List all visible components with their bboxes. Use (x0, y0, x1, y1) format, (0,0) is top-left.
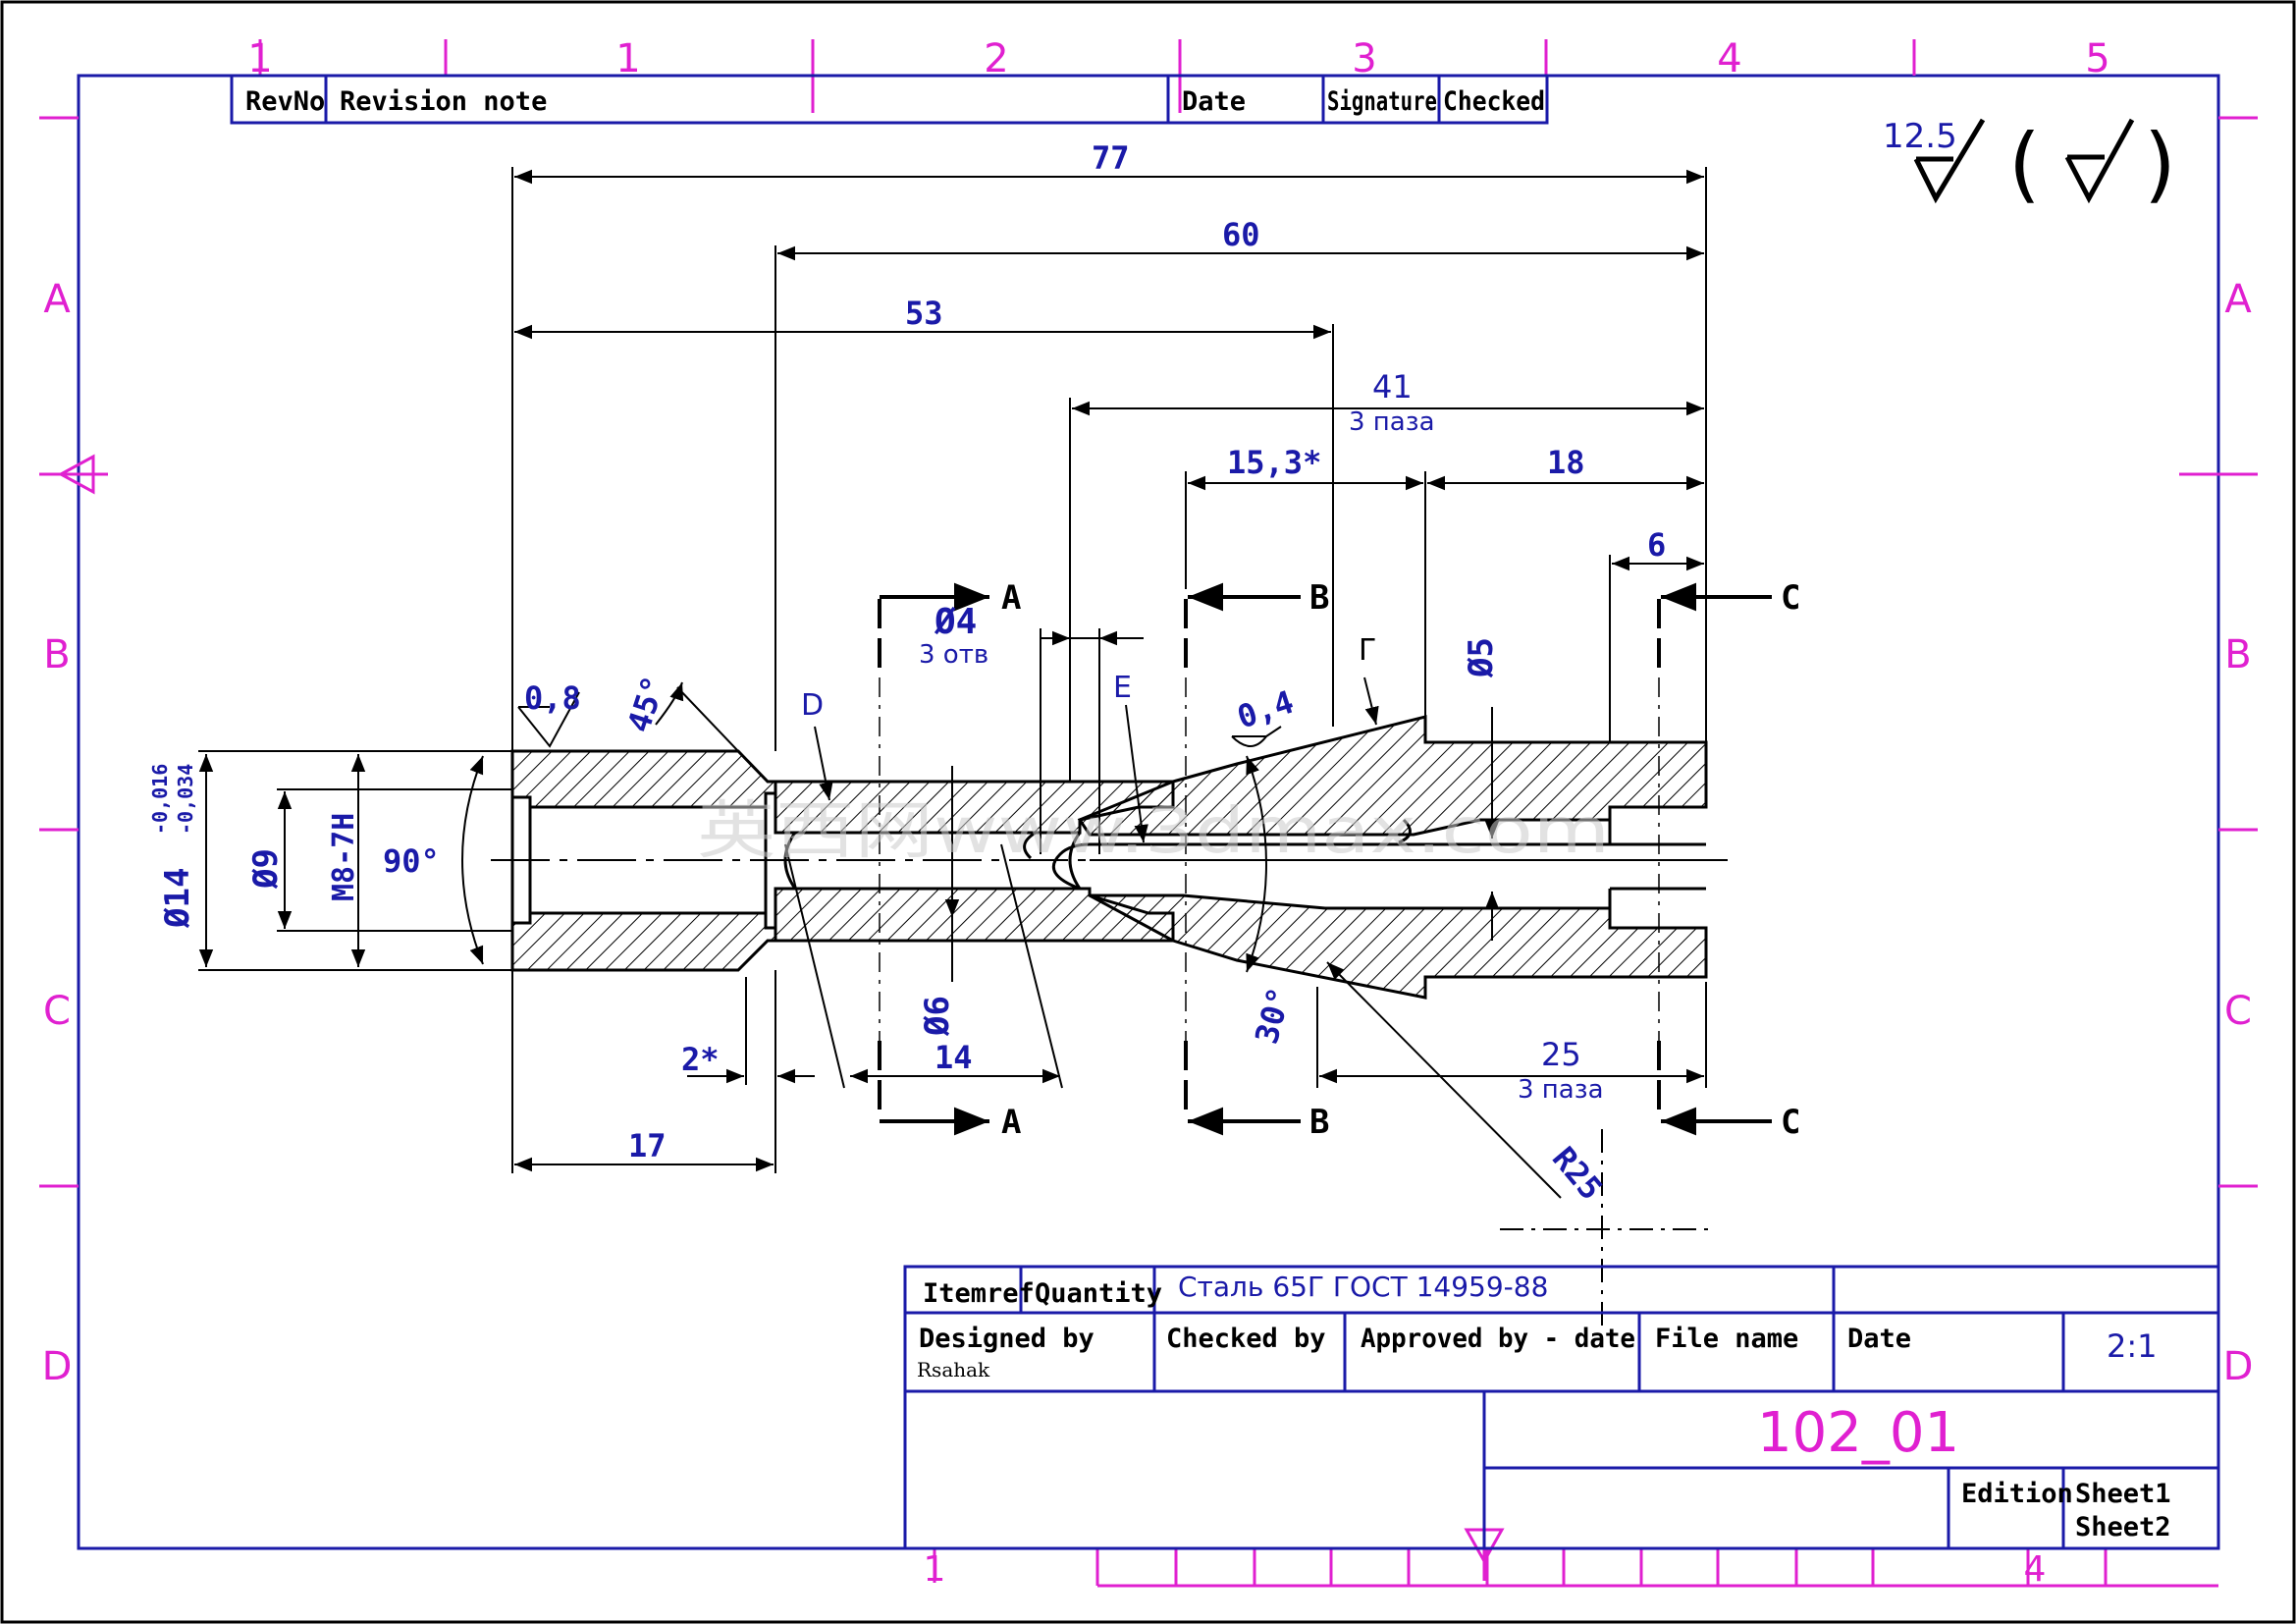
dim-25-note: 3 паза (1518, 1075, 1604, 1105)
zone-col-4: 4 (1717, 36, 1741, 81)
rough-0-4: 0,4 (1233, 683, 1299, 736)
designed-by-label: Designed by (919, 1324, 1095, 1354)
title-block-text: Itemref Quantity Сталь 65Г ГОСТ 14959-88… (917, 1271, 2171, 1543)
dim-60: 60 (1222, 216, 1260, 253)
bottom-zone-1: 1 (924, 1549, 946, 1590)
roughness-close-paren: ) (2144, 116, 2176, 212)
revision-note-header: Revision note (340, 86, 547, 117)
dim-53: 53 (905, 295, 943, 332)
zone-row-c-right: C (2224, 989, 2252, 1034)
part-section (491, 715, 1728, 1000)
detail-labels: D E Г (801, 633, 1376, 723)
dim-77: 77 (1092, 139, 1130, 177)
dim-dia-14: Ø14 (158, 868, 197, 929)
roughness-symbol: 12.5 ( ) (1883, 116, 2176, 212)
rev-date-header: Date (1182, 86, 1246, 117)
detail-e: E (1113, 671, 1132, 705)
angle-90: 90° (383, 842, 440, 880)
hatch-lower-wall (510, 887, 1175, 972)
zone-row-b-right: B (2224, 632, 2251, 677)
dimension-text: 77 60 53 41 3 паза 15,3* 18 6 Ø4 3 отв Ø… (148, 139, 1666, 1207)
dim-dia-9: Ø9 (246, 848, 286, 890)
zone-col-2: 2 (984, 36, 1008, 81)
dim-41: 41 (1372, 368, 1413, 406)
date-label: Date (1847, 1324, 1911, 1354)
dim-dia-6: Ø6 (918, 996, 957, 1037)
section-b-top: B (1309, 578, 1329, 618)
section-thin-lines (879, 677, 1660, 1041)
angle-30: 30° (1248, 983, 1299, 1048)
zone-col-labels-top: 1 2 6 (247, 36, 272, 81)
detail-d: D (801, 688, 824, 723)
zone-col-5: 5 (2085, 36, 2109, 81)
watermark: 英西网www.3dmax.com (697, 795, 1610, 868)
dim-25: 25 (1541, 1036, 1581, 1073)
rough-0-8: 0,8 (524, 679, 581, 717)
file-name-label: File name (1655, 1324, 1798, 1354)
roughness-open-paren: ( (2008, 116, 2041, 212)
section-a-bottom: A (1001, 1103, 1021, 1142)
designer-name: Rsahak (917, 1358, 990, 1381)
zone-col-3: 3 (1352, 36, 1376, 81)
rev-no-header: RevNo (245, 86, 325, 117)
zone-row-d-right: D (2223, 1344, 2254, 1389)
dim-41-note: 3 паза (1349, 407, 1435, 437)
roughness-value: 12.5 (1883, 117, 1957, 156)
part-number: 102_01 (1757, 1401, 1959, 1465)
section-lines (878, 582, 1772, 1136)
revision-table: RevNo Revision note Date Signature Check… (230, 74, 1549, 125)
dim-hole-note: 3 отв (919, 640, 988, 670)
zone-row-a-right: A (2224, 277, 2252, 322)
sheet2-label: Sheet2 (2075, 1512, 2171, 1543)
dim-15-3: 15,3* (1227, 444, 1321, 481)
material-text: Сталь 65Г ГОСТ 14959-88 (1178, 1271, 1548, 1303)
dim-2: 2* (681, 1041, 720, 1078)
dim-18: 18 (1547, 444, 1585, 481)
quantity-label: Quantity (1035, 1278, 1162, 1309)
dimension-lines (198, 167, 1708, 1326)
checked-header: Checked (1443, 86, 1545, 117)
dim-thread: M8-7H (327, 813, 361, 901)
zone-labels: 1 2 3 4 5 6 A B C D A B C D 1 4 (42, 36, 2254, 1590)
dim-17: 17 (628, 1127, 667, 1164)
zone-top-1: 1 (247, 36, 272, 81)
zone-row-b-left: B (43, 632, 70, 677)
zone-col-1: 1 (615, 36, 640, 81)
zone-row-c-left: C (43, 989, 71, 1034)
sheet1-label: Sheet1 (2075, 1479, 2171, 1509)
bottom-zone-4: 4 (2024, 1549, 2047, 1590)
dim-dia-5: Ø5 (1462, 637, 1501, 678)
checked-by-label: Checked by (1166, 1324, 1326, 1354)
title-block (903, 1265, 2220, 1550)
section-c-bottom: C (1781, 1103, 1800, 1142)
scale-value: 2:1 (2107, 1327, 2158, 1365)
section-b-bottom: B (1309, 1103, 1329, 1142)
detail-g: Г (1359, 633, 1376, 668)
section-letters: A A B B C C (1001, 578, 1800, 1142)
hatch-cone-lower (1089, 893, 1708, 1000)
edition-label: Edition (1961, 1479, 2073, 1509)
dim-tol-lower: -0,034 (174, 764, 197, 835)
zone-row-d-left: D (42, 1344, 73, 1389)
dim-r25: R25 (1545, 1140, 1610, 1208)
dim-hole-dia: Ø4 (934, 602, 977, 642)
section-a-top: A (1001, 578, 1021, 618)
dim-tol-upper: -0,016 (148, 764, 172, 835)
signature-header: Signature (1327, 86, 1437, 117)
dim-14: 14 (934, 1039, 973, 1076)
item-ref-label: Itemref (923, 1278, 1035, 1309)
zone-row-a-left: A (43, 277, 71, 322)
chamfer-45: 45° (619, 672, 672, 737)
section-c-top: C (1781, 578, 1800, 618)
dim-6: 6 (1647, 526, 1666, 564)
approved-by-label: Approved by - date (1361, 1324, 1635, 1354)
